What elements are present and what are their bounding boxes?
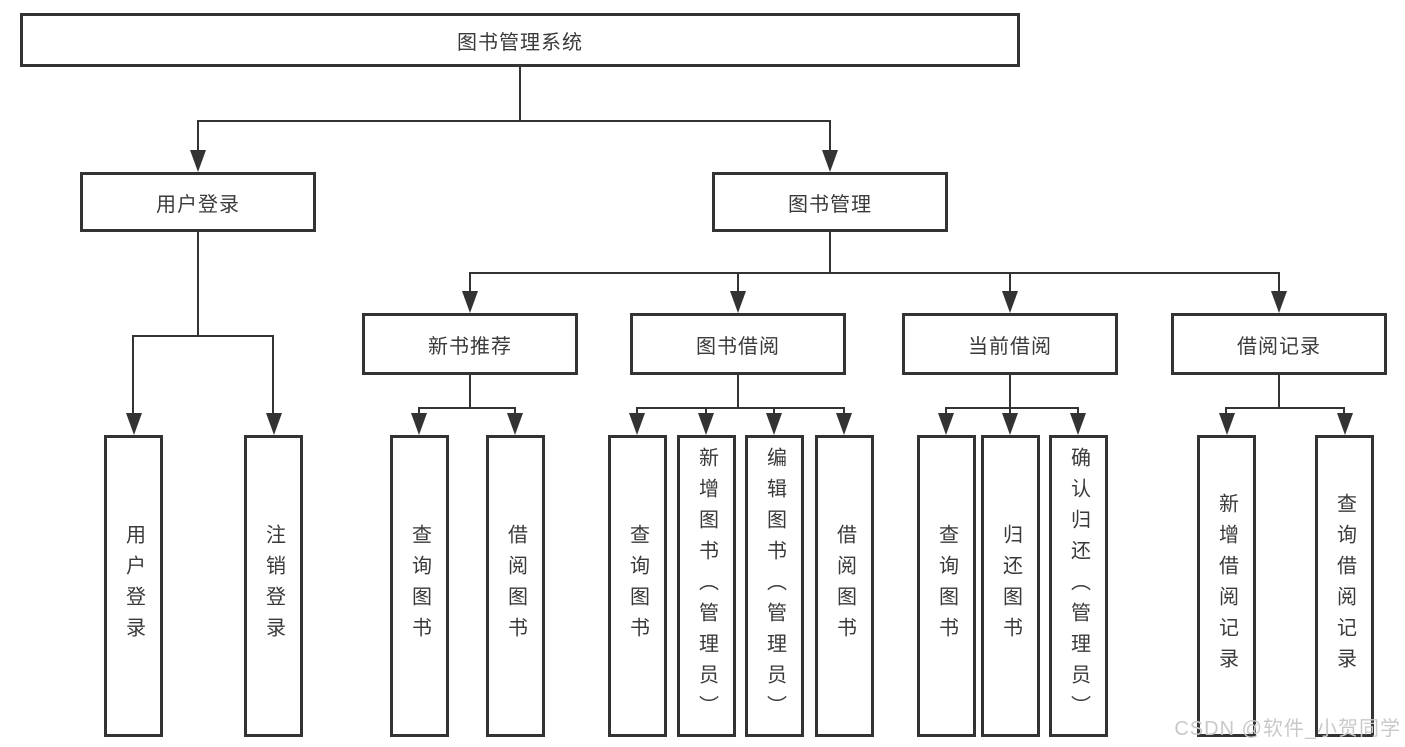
leaf-label: 注销登录 <box>262 524 285 648</box>
node-user-login: 用户登录 <box>80 172 316 232</box>
leaf-edit-books-admin: 编辑图书（管理员） <box>745 435 804 737</box>
leaf-borrow-books: 借阅图书 <box>486 435 545 737</box>
connector-vline <box>829 232 831 272</box>
node-borrow-records: 借阅记录 <box>1171 313 1387 375</box>
connector-hline <box>197 120 831 122</box>
connector-vline <box>1009 407 1011 417</box>
connector-vline <box>945 407 947 417</box>
connector-vline <box>636 407 638 417</box>
connector-vline <box>1077 407 1079 417</box>
arrowhead-icon <box>1219 413 1235 435</box>
leaf-add-borrow-record: 新增借阅记录 <box>1197 435 1256 737</box>
leaf-logout: 注销登录 <box>244 435 303 737</box>
node-label: 当前借阅 <box>968 335 1052 358</box>
node-root: 图书管理系统 <box>20 13 1020 67</box>
connector-hline <box>469 272 1279 274</box>
connector-vline <box>197 232 199 335</box>
node-label: 借阅记录 <box>1237 335 1321 358</box>
connector-hline <box>636 407 845 409</box>
connector-vline <box>519 67 521 120</box>
connector-vline <box>197 120 199 154</box>
connector-vline <box>514 407 516 417</box>
arrowhead-icon <box>1337 413 1353 435</box>
leaf-borrow-books: 借阅图书 <box>815 435 874 737</box>
arrowhead-icon <box>1002 413 1018 435</box>
arrowhead-icon <box>822 150 838 172</box>
connector-vline <box>843 407 845 417</box>
node-book-borrow: 图书借阅 <box>630 313 846 375</box>
arrowhead-icon <box>1002 291 1018 313</box>
connector-vline <box>705 407 707 417</box>
leaf-label: 查询图书 <box>626 524 649 648</box>
leaf-label: 查询图书 <box>408 524 431 648</box>
leaf-label: 用户登录 <box>122 524 145 648</box>
connector-vline <box>737 375 739 407</box>
connector-hline <box>1225 407 1345 409</box>
node-root-label: 图书管理系统 <box>457 31 583 54</box>
leaf-label: 归还图书 <box>999 524 1022 648</box>
leaf-label: 借阅图书 <box>833 524 856 648</box>
arrowhead-icon <box>766 413 782 435</box>
connector-vline <box>1009 375 1011 407</box>
arrowhead-icon <box>507 413 523 435</box>
leaf-query-books: 查询图书 <box>390 435 449 737</box>
connector-vline <box>1009 272 1011 295</box>
node-new-book-recommend: 新书推荐 <box>362 313 578 375</box>
connector-vline <box>469 272 471 295</box>
connector-vline <box>773 407 775 417</box>
leaf-label: 新增图书（管理员） <box>695 446 718 726</box>
leaf-label: 查询图书 <box>935 524 958 648</box>
node-label: 用户登录 <box>156 193 240 216</box>
leaf-confirm-return-admin: 确认归还（管理员） <box>1049 435 1108 737</box>
arrowhead-icon <box>836 413 852 435</box>
arrowhead-icon <box>126 413 142 435</box>
connector-vline <box>132 335 134 417</box>
leaf-label: 确认归还（管理员） <box>1067 446 1090 726</box>
node-label: 图书管理 <box>788 193 872 216</box>
arrowhead-icon <box>411 413 427 435</box>
connector-vline <box>418 407 420 417</box>
connector-vline <box>1225 407 1227 417</box>
leaf-user-login: 用户登录 <box>104 435 163 737</box>
leaf-label: 编辑图书（管理员） <box>763 446 786 726</box>
leaf-label: 查询借阅记录 <box>1333 493 1356 679</box>
leaf-add-books-admin: 新增图书（管理员） <box>677 435 736 737</box>
arrowhead-icon <box>1070 413 1086 435</box>
arrowhead-icon <box>190 150 206 172</box>
connector-vline <box>469 375 471 407</box>
connector-hline <box>418 407 516 409</box>
leaf-return-books: 归还图书 <box>981 435 1040 737</box>
node-label: 图书借阅 <box>696 335 780 358</box>
connector-hline <box>132 335 274 337</box>
leaf-query-borrow-record: 查询借阅记录 <box>1315 435 1374 737</box>
csdn-watermark: CSDN @软件_小贺同学 <box>1174 718 1401 740</box>
arrowhead-icon <box>629 413 645 435</box>
connector-vline <box>1278 272 1280 295</box>
arrowhead-icon <box>698 413 714 435</box>
arrowhead-icon <box>266 413 282 435</box>
connector-vline <box>737 272 739 295</box>
connector-vline <box>1278 375 1280 407</box>
arrowhead-icon <box>938 413 954 435</box>
connector-hline <box>945 407 1079 409</box>
connector-vline <box>1343 407 1345 417</box>
node-label: 新书推荐 <box>428 335 512 358</box>
leaf-query-books: 查询图书 <box>917 435 976 737</box>
node-book-management: 图书管理 <box>712 172 948 232</box>
arrowhead-icon <box>462 291 478 313</box>
arrowhead-icon <box>730 291 746 313</box>
leaf-label: 借阅图书 <box>504 524 527 648</box>
node-current-borrow: 当前借阅 <box>902 313 1118 375</box>
arrowhead-icon <box>1271 291 1287 313</box>
leaf-label: 新增借阅记录 <box>1215 493 1238 679</box>
leaf-query-books: 查询图书 <box>608 435 667 737</box>
connector-vline <box>829 120 831 154</box>
connector-vline <box>272 335 274 417</box>
